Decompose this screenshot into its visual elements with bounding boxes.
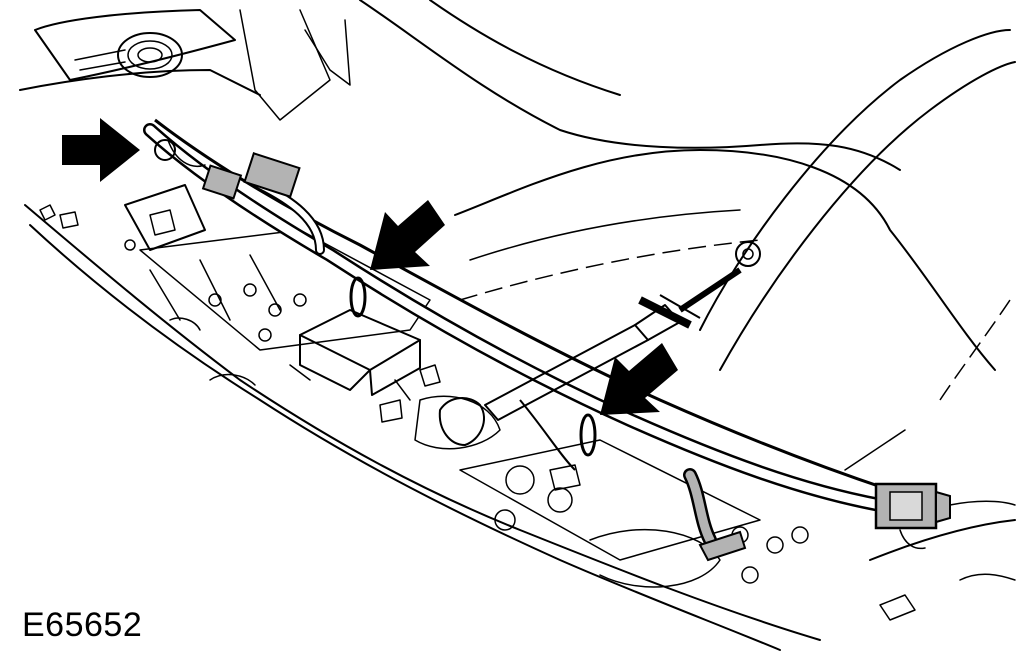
dashboard-vent <box>19 9 351 121</box>
wiring-harness <box>143 118 891 547</box>
arrow-left-indicator <box>62 118 140 182</box>
control-module <box>124 184 421 401</box>
console-floor <box>24 204 1016 651</box>
brake-cable <box>438 241 761 446</box>
indicator-arrows <box>62 118 678 415</box>
seat <box>359 0 1016 561</box>
figure-code: E65652 <box>22 606 143 644</box>
arrow-right-indicator <box>600 343 678 415</box>
cable-ties <box>349 276 597 457</box>
arrow-middle-indicator <box>370 200 445 270</box>
fixing-clips <box>39 204 926 550</box>
harness-connectors <box>201 152 1016 562</box>
